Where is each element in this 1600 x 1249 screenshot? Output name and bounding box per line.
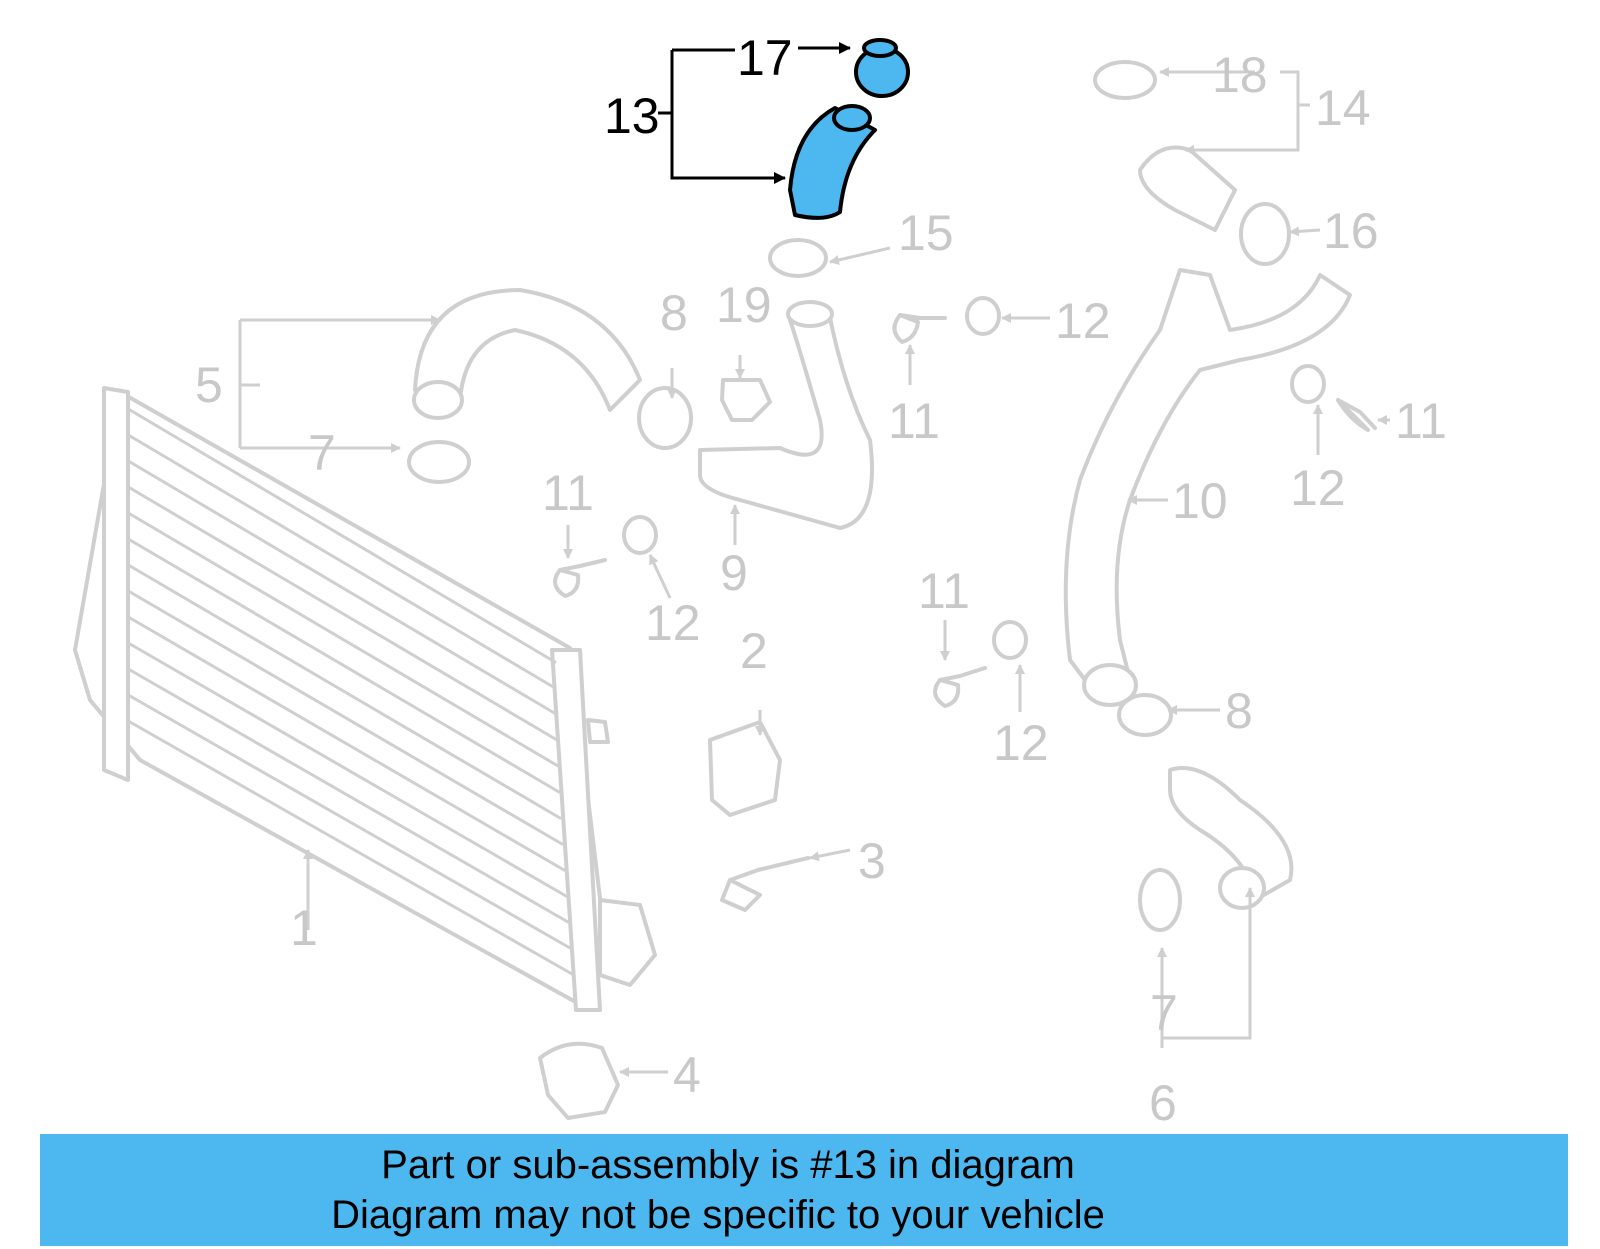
hose-clamp-upper bbox=[407, 440, 471, 484]
callout-10: 10 bbox=[1172, 473, 1228, 529]
hose-6 bbox=[1168, 766, 1294, 902]
callout-14: 14 bbox=[1315, 80, 1371, 136]
upper-hose bbox=[413, 288, 642, 412]
sensor bbox=[720, 378, 772, 422]
callout-12c: 12 bbox=[1290, 460, 1346, 516]
charge-pipe bbox=[698, 316, 874, 530]
callout-1: 1 bbox=[290, 900, 318, 956]
callout-13: 13 bbox=[604, 88, 660, 144]
callout-3: 3 bbox=[858, 833, 886, 889]
charge-pipe-end bbox=[786, 300, 834, 328]
lower-hose-14 bbox=[1138, 145, 1237, 232]
callout-15: 15 bbox=[898, 205, 954, 261]
small-bolts bbox=[553, 296, 1377, 708]
callout-7a: 7 bbox=[308, 425, 336, 481]
intercooler-fins bbox=[128, 408, 574, 976]
callout-4: 4 bbox=[673, 1047, 701, 1103]
hose-clamp-8b bbox=[1117, 693, 1173, 737]
hose-6-end bbox=[1218, 866, 1266, 910]
highlighted-clamp-17-screw bbox=[862, 38, 898, 58]
callout-5: 5 bbox=[195, 357, 223, 413]
callout-12b: 12 bbox=[1055, 293, 1111, 349]
hose-clamp-16 bbox=[1239, 202, 1291, 266]
callout-11c: 11 bbox=[1395, 393, 1447, 449]
large-charge-pipe bbox=[1063, 268, 1352, 702]
callout-7b: 7 bbox=[1150, 985, 1178, 1041]
callout-12a: 12 bbox=[645, 595, 701, 651]
banner-line-2: Diagram may not be specific to your vehi… bbox=[331, 1193, 1105, 1237]
intercooler bbox=[73, 386, 657, 1012]
highlighted-leaders bbox=[658, 42, 851, 184]
large-charge-pipe-end bbox=[1082, 663, 1138, 707]
callout-11d: 11 bbox=[918, 563, 970, 619]
banner-line-1: Part or sub-assembly is #13 in diagram bbox=[381, 1143, 1075, 1187]
highlighted-hose-13 bbox=[788, 106, 877, 220]
callout-12d: 12 bbox=[993, 715, 1049, 771]
callout-18: 18 bbox=[1212, 47, 1268, 103]
callout-2: 2 bbox=[740, 623, 768, 679]
callout-6: 6 bbox=[1149, 1075, 1177, 1131]
bolt-3 bbox=[720, 856, 810, 912]
info-banner-background bbox=[40, 1134, 1568, 1246]
hose-clamp-15 bbox=[768, 238, 828, 278]
callout-8a: 8 bbox=[660, 285, 688, 341]
upper-hose-end bbox=[412, 380, 464, 420]
hose-clamp-8a bbox=[637, 386, 693, 450]
callout-19: 19 bbox=[716, 277, 772, 333]
mount-cap bbox=[538, 1041, 620, 1120]
callout-9: 9 bbox=[720, 545, 748, 601]
callout-11a: 11 bbox=[542, 465, 594, 521]
callout-8b: 8 bbox=[1225, 683, 1253, 739]
info-banner: Part or sub-assembly is #13 in diagram D… bbox=[40, 1134, 1568, 1246]
hose-clamp-18 bbox=[1093, 60, 1157, 100]
callout-16: 16 bbox=[1323, 203, 1379, 259]
hose-clamp-7b bbox=[1138, 868, 1182, 932]
callout-11b: 11 bbox=[888, 393, 940, 449]
callout-17: 17 bbox=[737, 30, 793, 86]
highlighted-hose-13-end bbox=[832, 104, 872, 132]
bracket bbox=[708, 720, 782, 817]
leader-lines bbox=[238, 67, 1390, 1077]
callout-labels: 1 2 3 4 5 6 7 7 8 8 9 10 11 11 11 11 12 … bbox=[195, 30, 1447, 1131]
